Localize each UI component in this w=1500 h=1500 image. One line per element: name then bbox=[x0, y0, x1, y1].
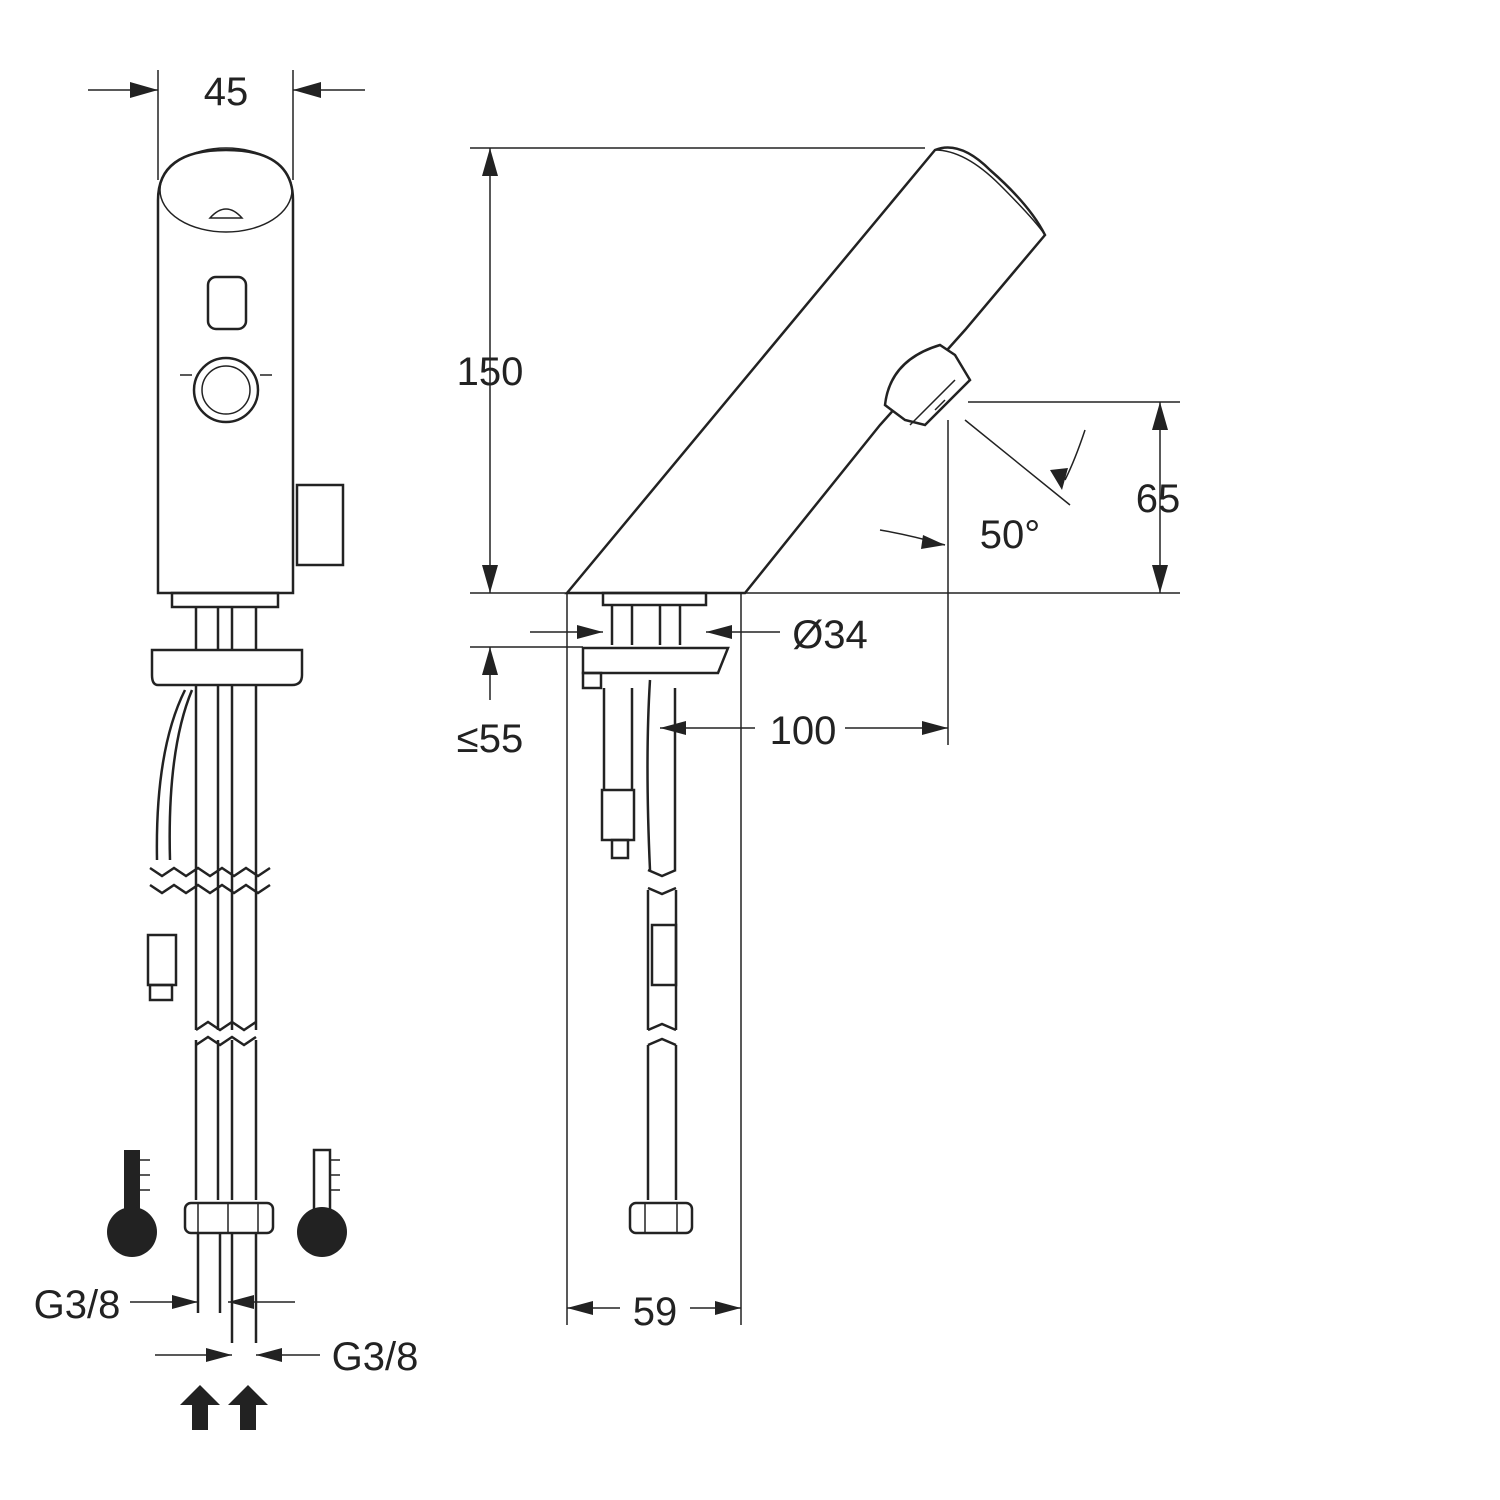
dim-g38 bbox=[130, 1295, 320, 1362]
dim-100-label: 100 bbox=[770, 709, 837, 753]
dim-150-label: 150 bbox=[457, 350, 524, 394]
dim-45-label: 45 bbox=[204, 70, 249, 114]
dim-45 bbox=[88, 70, 365, 180]
button-icon bbox=[192, 356, 260, 424]
side-dimensions bbox=[470, 147, 1180, 1325]
hot-thermometer-icon bbox=[107, 1150, 157, 1257]
dim-angle-label: 50° bbox=[980, 513, 1041, 557]
dim-diameter-label: Ø34 bbox=[792, 613, 868, 657]
thread-cold-label: G3/8 bbox=[332, 1335, 419, 1379]
dim-59-label: 59 bbox=[633, 1290, 678, 1334]
cold-thermometer-icon bbox=[297, 1148, 347, 1257]
dim-max-thickness-label: ≤55 bbox=[457, 717, 523, 761]
thread-hot-label: G3/8 bbox=[34, 1283, 121, 1327]
side-view bbox=[564, 146, 1047, 1235]
front-view bbox=[146, 147, 345, 1343]
dim-65-label: 65 bbox=[1136, 477, 1181, 521]
inlet-arrow-icon bbox=[180, 1385, 268, 1430]
